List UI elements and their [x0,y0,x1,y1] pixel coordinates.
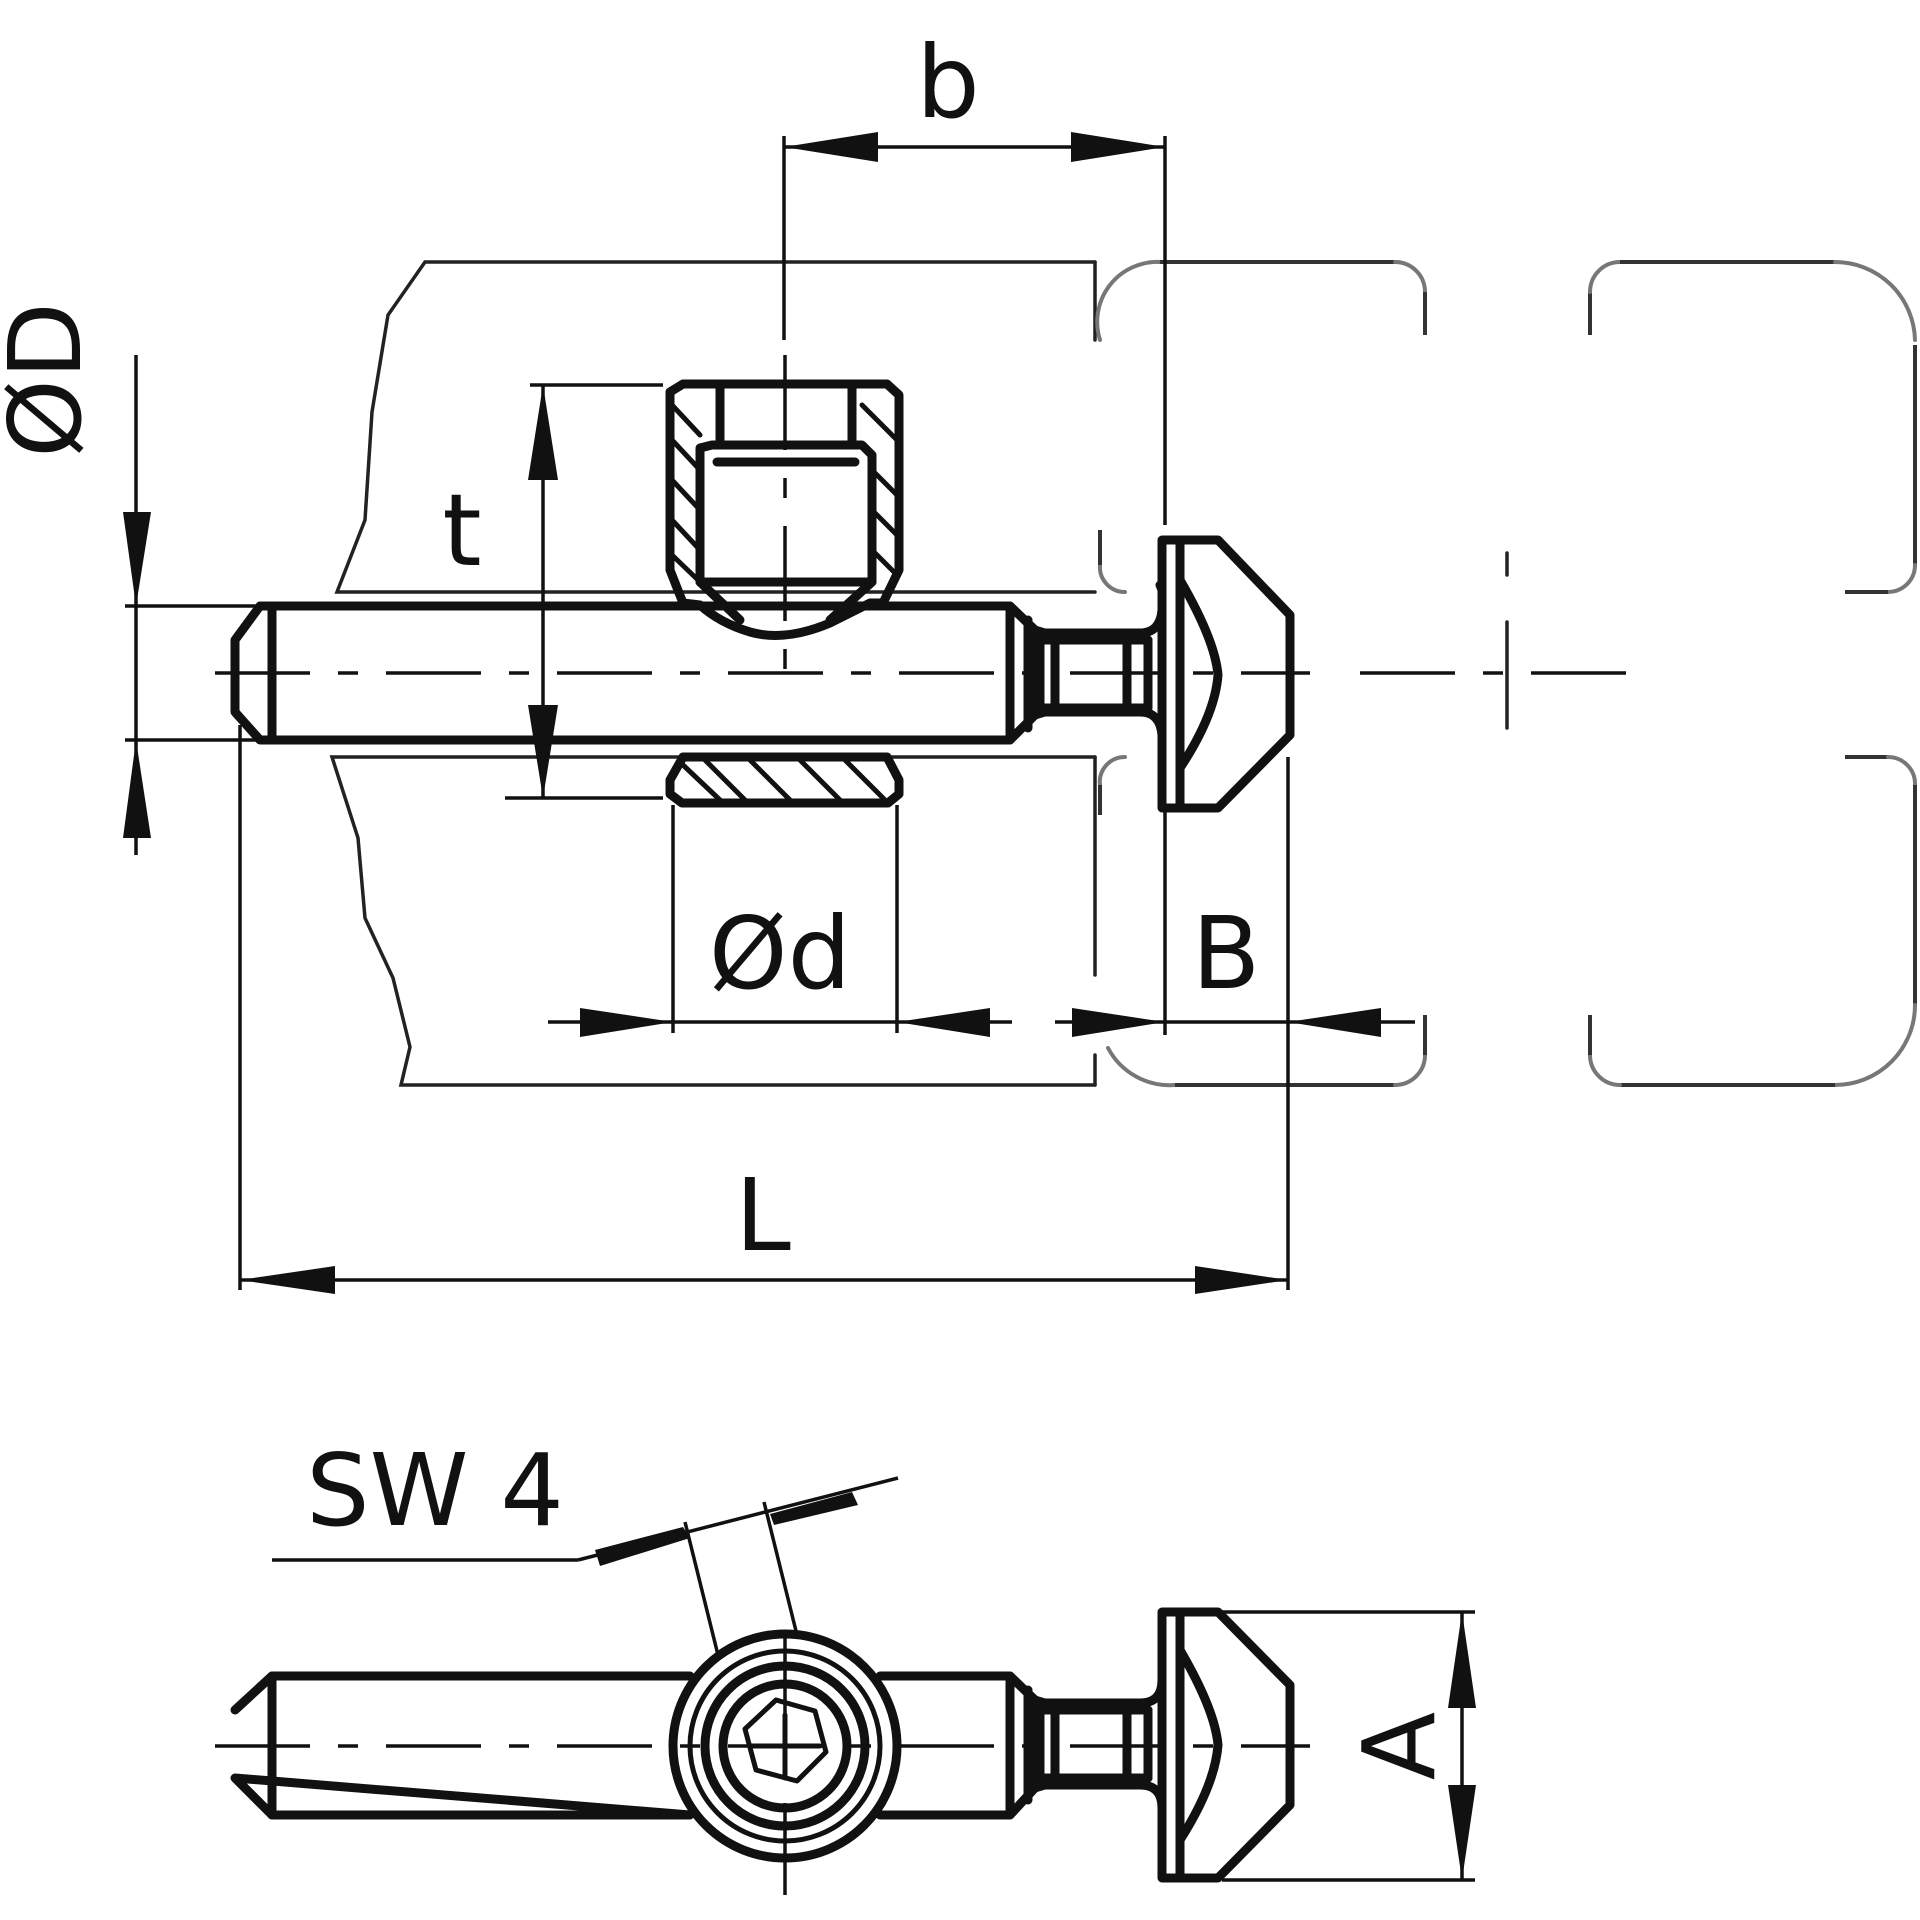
adjacent-slot-outline [1095,259,1918,1088]
label-L: L [735,1157,791,1274]
label-t: t [442,472,481,589]
dimension-A: A [1222,1610,1476,1882]
dimension-B: B [1055,757,1415,1290]
label-b: b [916,24,979,141]
dimension-t: t [442,383,663,800]
label-diameter-d: Ød [709,895,851,1012]
label-diameter-D: ØD [0,302,104,458]
label-wrench-size: SW 4 [306,1432,564,1549]
bolt-head [1157,535,1295,813]
hex-socket-icon [742,1697,829,1784]
label-B: B [1192,895,1261,1012]
workpiece-outline-upper [334,260,1097,594]
dimension-L: L [238,725,1288,1294]
bottom-view: SW 4 A [215,1432,1476,1895]
dimension-wrench-size: SW 4 [272,1432,899,1656]
dimension-diameter-D: ØD [0,302,262,855]
dimension-diameter-d: Ød [548,805,1012,1037]
top-view: b ØD t Ød [0,24,1918,1294]
dimension-b: b [782,24,1167,525]
bolt-head-side [1157,1607,1295,1883]
label-A: A [1341,1712,1458,1780]
workpiece-outline-lower [329,755,1097,1087]
